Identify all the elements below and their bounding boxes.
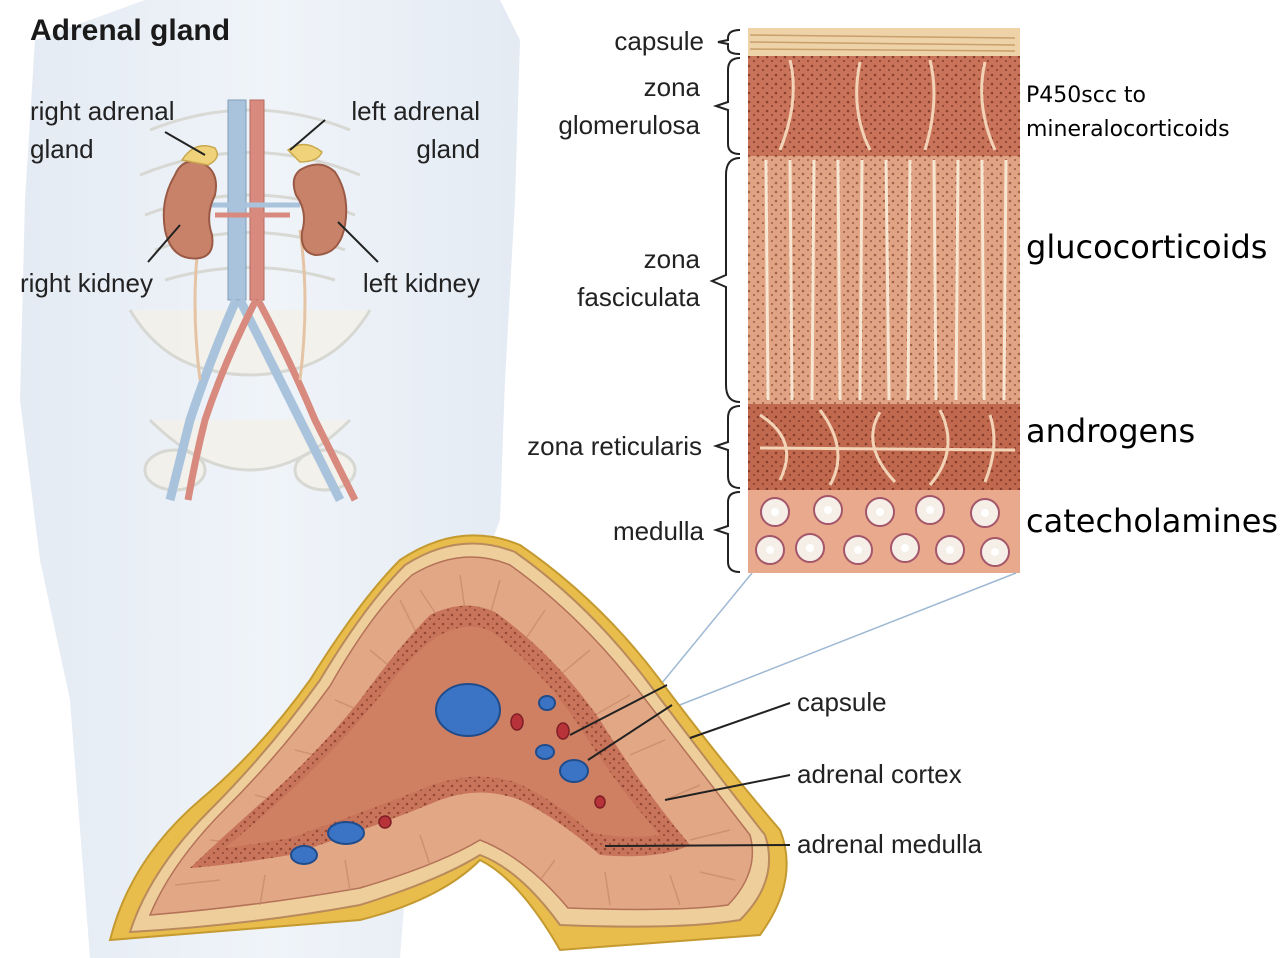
label-layer-glomerulosa-line1: zona (644, 72, 701, 102)
label-left-adrenal-line1: left adrenal (351, 96, 480, 126)
label-section-cortex: adrenal cortex (797, 759, 962, 789)
label-section-capsule: capsule (797, 687, 887, 717)
hormone-medulla: catecholamines (1026, 502, 1278, 540)
layer-braces (712, 30, 740, 572)
label-layer-fasciculata-line2: fasciculata (577, 282, 700, 312)
hormone-glomerulosa-line1: P450scc to (1026, 83, 1146, 108)
label-layer-medulla: medulla (613, 516, 705, 546)
diagram-title: Adrenal gland (30, 14, 230, 47)
label-left-adrenal-line2: gland (416, 134, 480, 164)
label-layer-reticularis: zona reticularis (527, 431, 702, 461)
label-right-adrenal-line2: gland (30, 134, 94, 164)
label-layer-capsule: capsule (614, 26, 704, 56)
label-left-kidney: left kidney (363, 268, 480, 298)
hormone-fasciculata: glucocorticoids (1026, 228, 1267, 266)
label-right-adrenal-line1: right adrenal (30, 96, 175, 126)
hormone-reticularis: androgens (1026, 412, 1195, 450)
label-layer-fasciculata-line1: zona (644, 244, 701, 274)
label-right-kidney: right kidney (20, 268, 153, 298)
label-layer-glomerulosa-line2: glomerulosa (558, 110, 700, 140)
label-section-medulla: adrenal medulla (797, 829, 983, 859)
hormone-glomerulosa-line2: mineralocorticoids (1026, 117, 1230, 142)
histology-column (748, 28, 1020, 573)
